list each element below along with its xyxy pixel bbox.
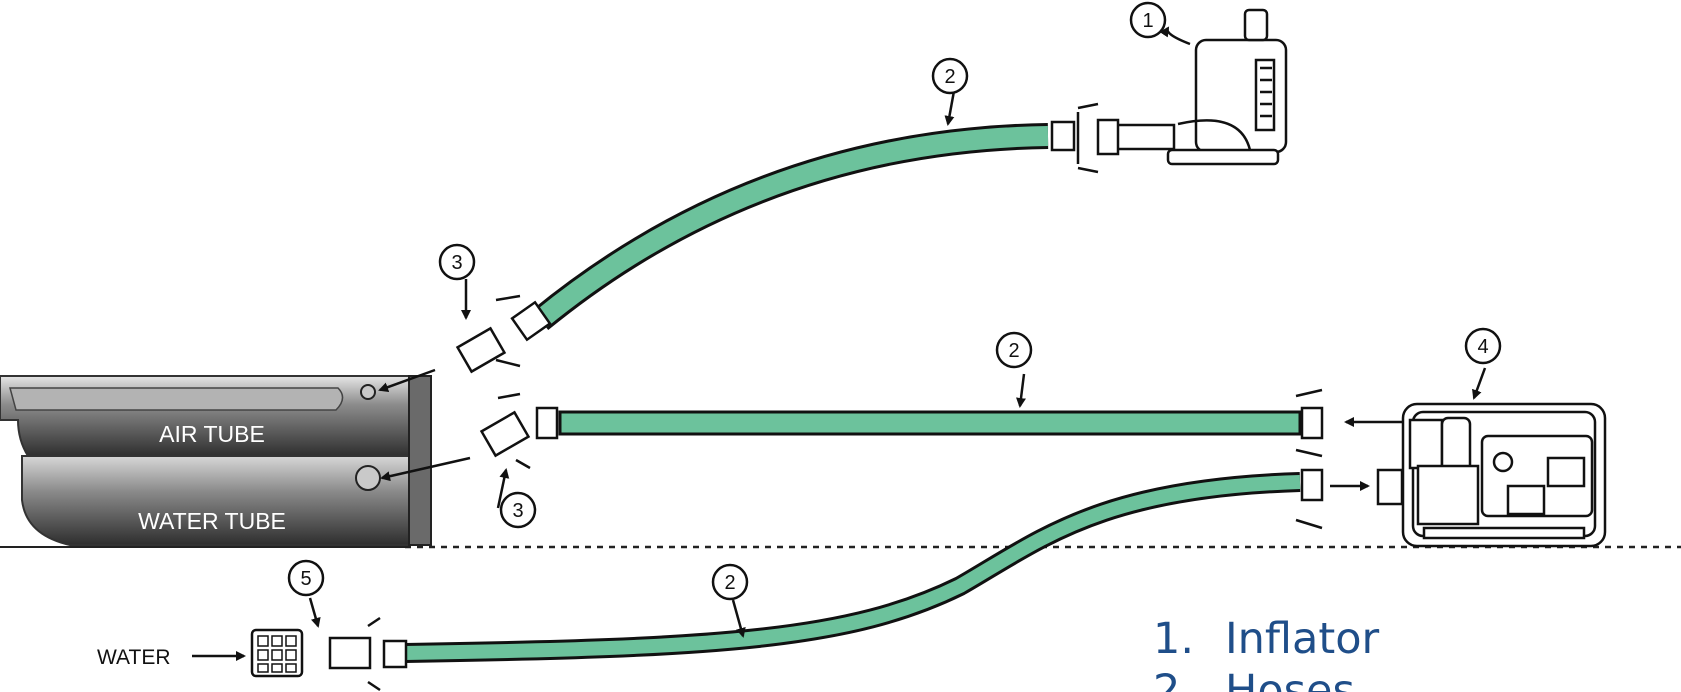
air-tube-label: AIR TUBE — [159, 421, 265, 447]
callout-fitting-upper-number: 3 — [451, 252, 462, 274]
water-pump — [1401, 402, 1607, 548]
legend-number: 2. — [1153, 666, 1195, 692]
connection-arrows — [192, 26, 1487, 661]
callout-pump — [1464, 327, 1502, 365]
inflator — [1166, 8, 1288, 166]
strainer-grid — [257, 635, 297, 673]
legend-item-inflator: 1. Inflator — [1153, 613, 1673, 665]
callout-fitting-upper — [438, 243, 476, 281]
hose-middle — [558, 410, 1302, 436]
legend-text: Hoses — [1225, 666, 1355, 692]
callouts — [287, 1, 1502, 601]
callout-pump-number: 4 — [1477, 336, 1488, 358]
callout-hose-bottom-number: 2 — [724, 572, 735, 594]
twin-tube: AIR TUBE WATER TUBE — [0, 375, 432, 546]
hose-bottom-fill — [404, 475, 1301, 660]
callout-strainer — [287, 559, 325, 597]
callout-fitting-lower — [499, 491, 537, 529]
callout-hose-middle-number: 2 — [1008, 340, 1019, 362]
tube-end-cap — [408, 375, 432, 546]
hose-coupling — [382, 120, 1324, 669]
callout-hose-bottom — [711, 563, 749, 601]
air-tube-highlight — [9, 387, 344, 411]
water-tube — [21, 455, 421, 546]
callout-strainer-number: 5 — [300, 568, 311, 590]
callout-inflator-number: 1 — [1142, 10, 1153, 32]
callout-hose-middle — [995, 331, 1033, 369]
legend-text: Inflator — [1225, 614, 1380, 664]
air-tube-valve — [360, 384, 376, 400]
legend-number: 1. — [1153, 614, 1195, 664]
legend: 1. Inflator 2. Hoses — [1153, 613, 1673, 692]
legend-item-hoses: 2. Hoses — [1153, 665, 1673, 692]
callout-hose-top — [931, 57, 969, 95]
water-tube-valve — [355, 465, 381, 491]
water-tube-label: WATER TUBE — [138, 508, 286, 534]
hose-top-fill — [533, 126, 1049, 328]
water-inlet-label: WATER — [97, 646, 171, 669]
callout-inflator — [1129, 1, 1167, 39]
callout-hose-top-number: 2 — [944, 66, 955, 88]
hose-top — [531, 123, 1049, 331]
callout-fitting-lower-number: 3 — [512, 500, 523, 522]
